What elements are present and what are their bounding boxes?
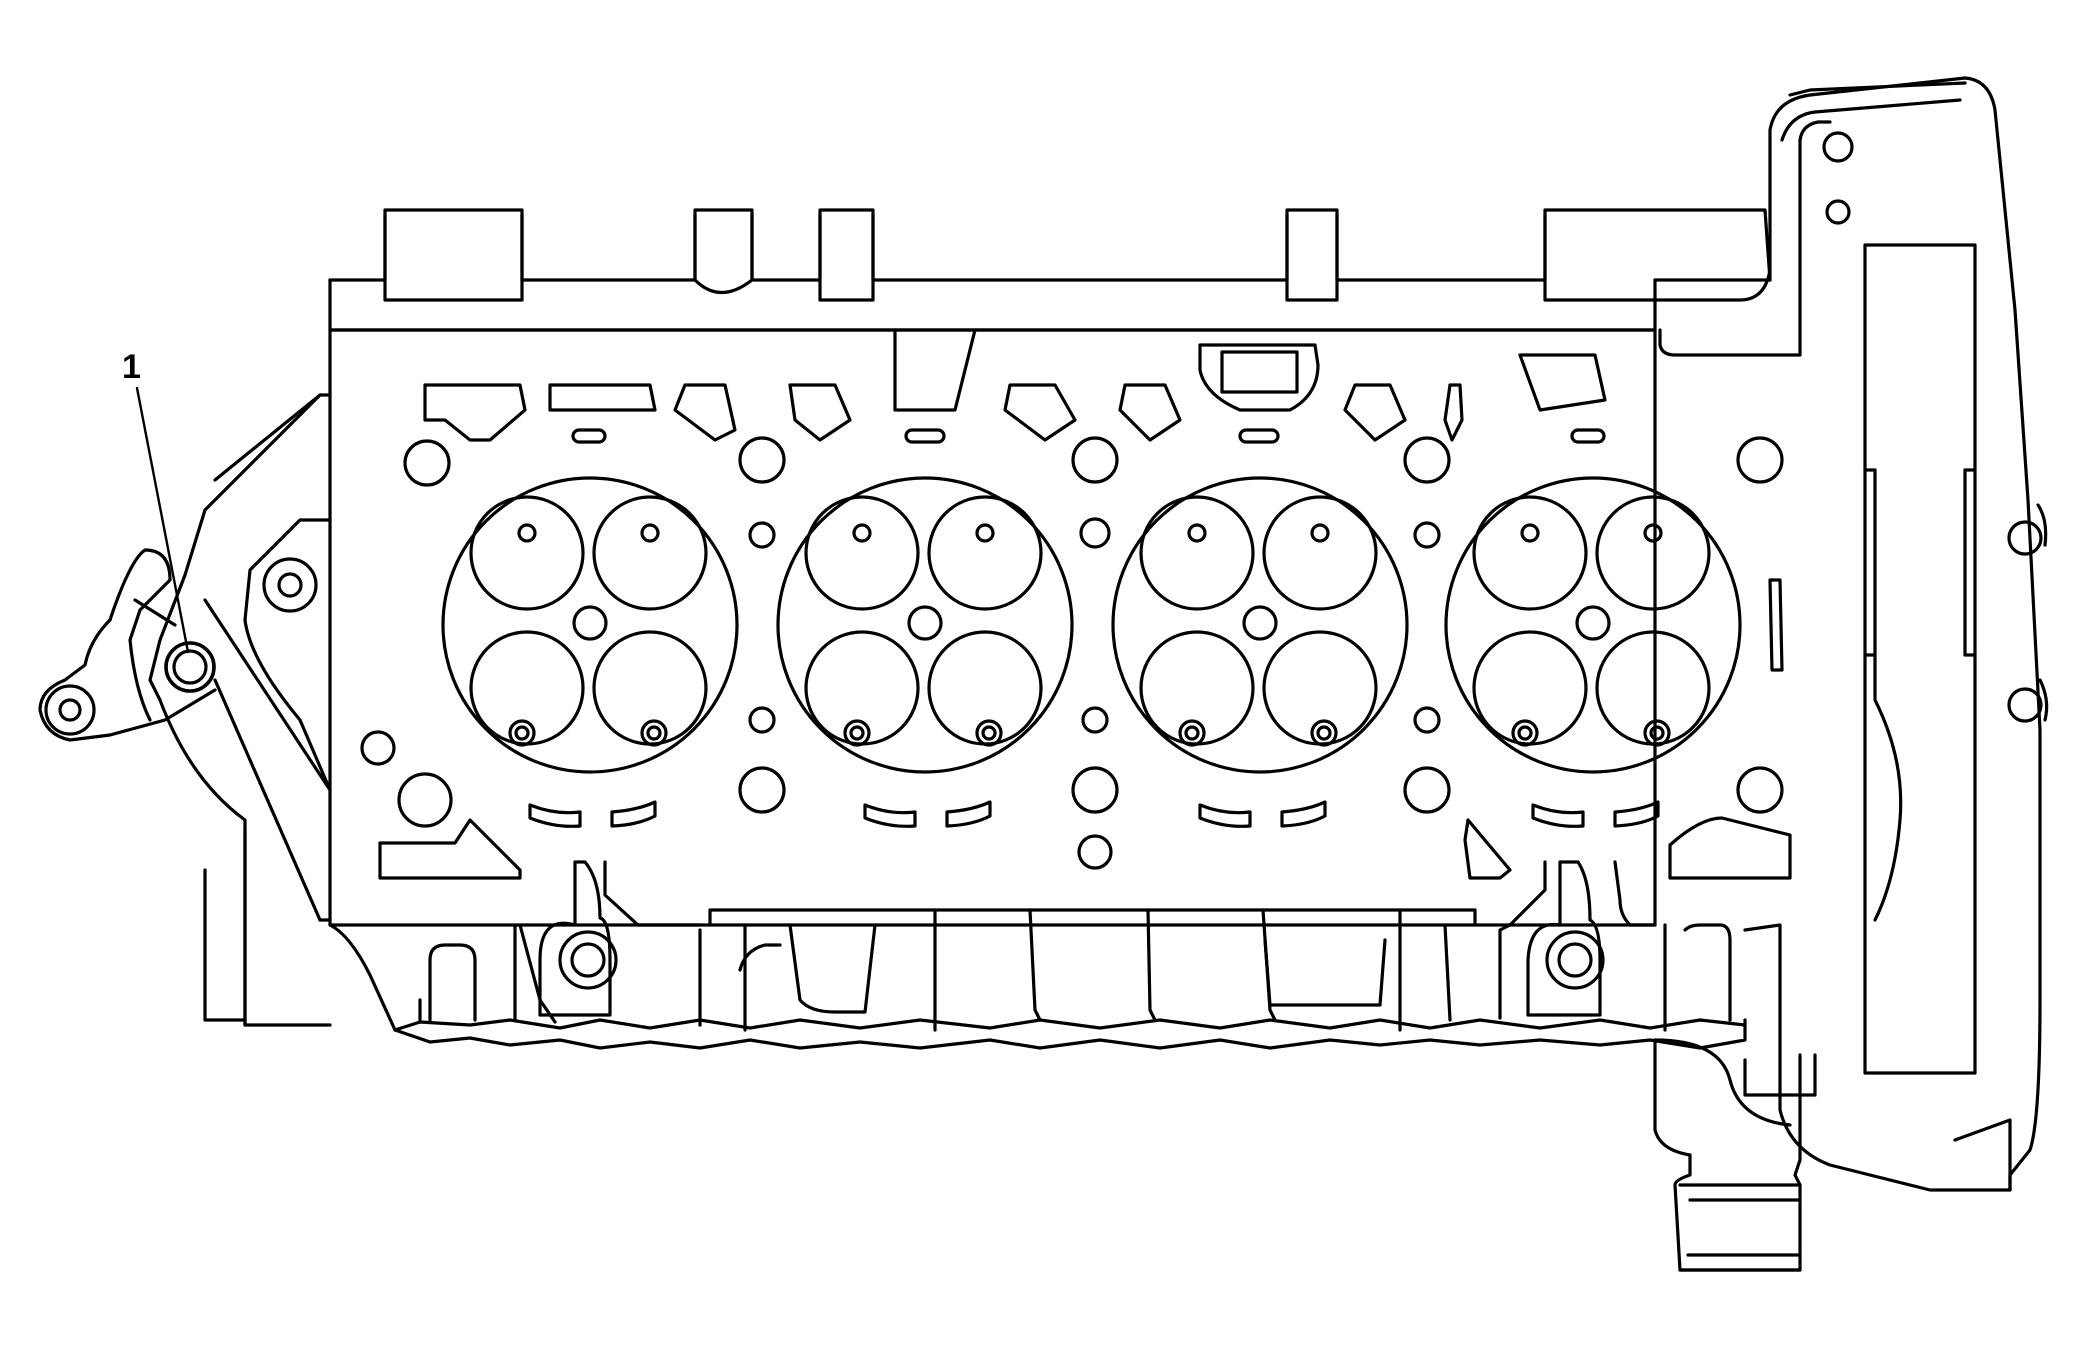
timing-cover-window xyxy=(1863,243,1977,1075)
callout-1-bolt-inner xyxy=(172,649,208,685)
coolant-outlet-pipe xyxy=(1653,1038,1817,1272)
head-gasket-face xyxy=(328,328,1657,927)
callout-1-label: 1 xyxy=(122,348,141,386)
cam-cover-flange xyxy=(328,208,1772,332)
combustion-chamber-3 xyxy=(1111,476,1409,774)
combustion-chamber-4 xyxy=(1444,476,1742,774)
top-water-jacket-ports xyxy=(423,353,1607,444)
callout-1-bolt xyxy=(164,641,216,693)
lower-casting xyxy=(328,860,1782,1062)
callout-1-leader-line xyxy=(135,386,190,654)
left-bracket xyxy=(38,393,332,1027)
head-bolt-holes xyxy=(360,436,1784,870)
combustion-chamber-1 xyxy=(441,476,739,774)
combustion-chamber-2 xyxy=(776,476,1074,774)
callout-1: 1 xyxy=(122,348,216,693)
bottom-water-jacket-ports xyxy=(378,578,1792,880)
timing-cover xyxy=(1658,76,2049,1192)
